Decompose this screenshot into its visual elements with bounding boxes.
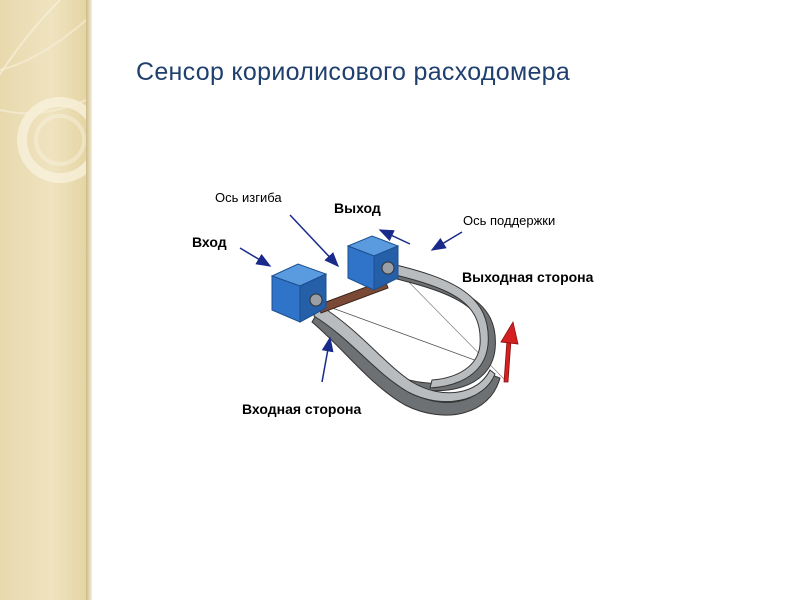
inlet-tube [313,303,496,403]
outlet-tube [382,261,489,389]
support-axis-arrow [430,231,463,251]
inlet-side-label: Входная сторона [242,401,362,417]
bend-axis-label: Ось изгиба [215,190,282,205]
outlet-block [346,235,400,291]
inlet-side-arrow [321,336,334,383]
vibration-direction-arrow [500,320,519,383]
sidebar-divider [86,0,92,600]
outlet-side-label: Выходная сторона [462,269,594,285]
inlet-block [270,263,328,323]
bend-axis-line [304,297,481,363]
slide-title: Сенсор кориолисового расходомера [136,58,571,86]
support-axis-label: Ось поддержки [463,213,556,228]
outlet-arrow [378,229,411,245]
decorative-sidebar [0,0,86,600]
sidebar-swirl-decoration [0,0,86,183]
inlet-label: Вход [192,234,227,250]
inlet-arrow [239,247,272,267]
bend-axis-arrow [289,214,340,268]
outlet-label: Выход [334,200,381,216]
